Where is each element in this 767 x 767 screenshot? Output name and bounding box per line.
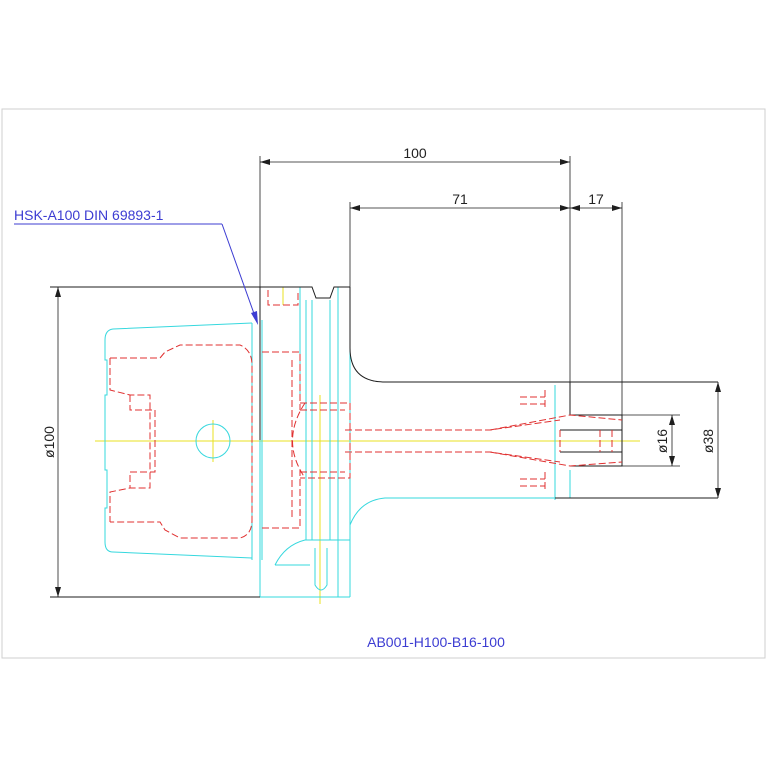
outline <box>50 286 718 598</box>
part-number: AB001-H100-B16-100 <box>367 634 505 650</box>
hidden-lines <box>109 290 623 539</box>
dim-gauge-length: 71 <box>452 191 468 207</box>
dimension-lines <box>55 156 721 597</box>
sheet-border <box>1 108 766 659</box>
standard-note: HSK-A100 DIN 69893-1 <box>14 207 164 223</box>
hsk-shank <box>104 287 571 598</box>
centerlines <box>95 287 640 604</box>
dim-nose-length: 17 <box>588 191 604 207</box>
dim-overall-length: 100 <box>403 145 427 161</box>
standard-leader <box>14 223 258 325</box>
dim-collet-bore: ø16 <box>654 429 670 453</box>
dim-flange-diameter: ø100 <box>41 426 57 458</box>
dim-nose-diameter: ø38 <box>700 429 716 453</box>
